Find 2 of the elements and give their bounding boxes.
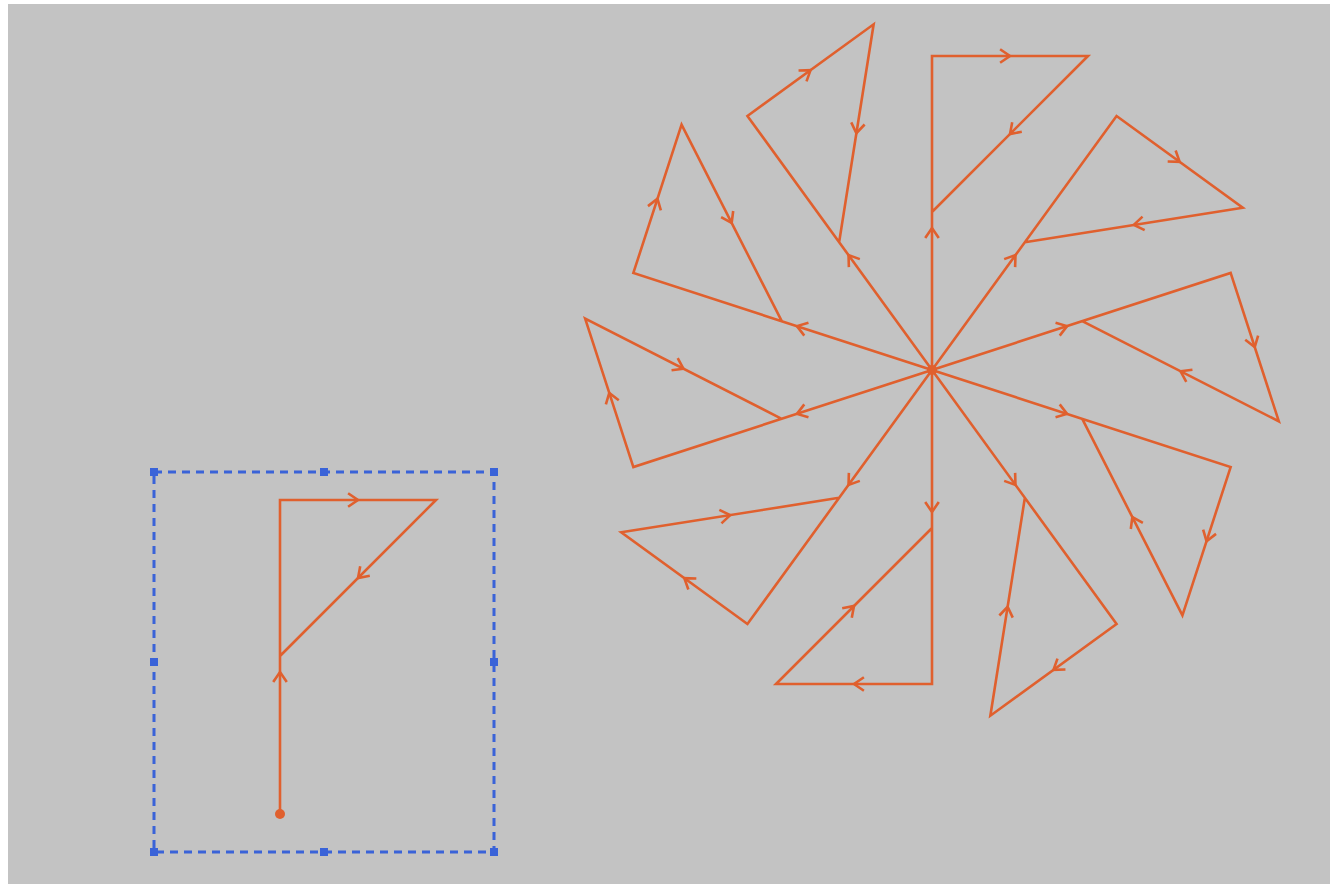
arrow-flag-drawing	[272, 492, 440, 819]
rotated-flag-pattern-drawing	[582, 21, 1282, 719]
